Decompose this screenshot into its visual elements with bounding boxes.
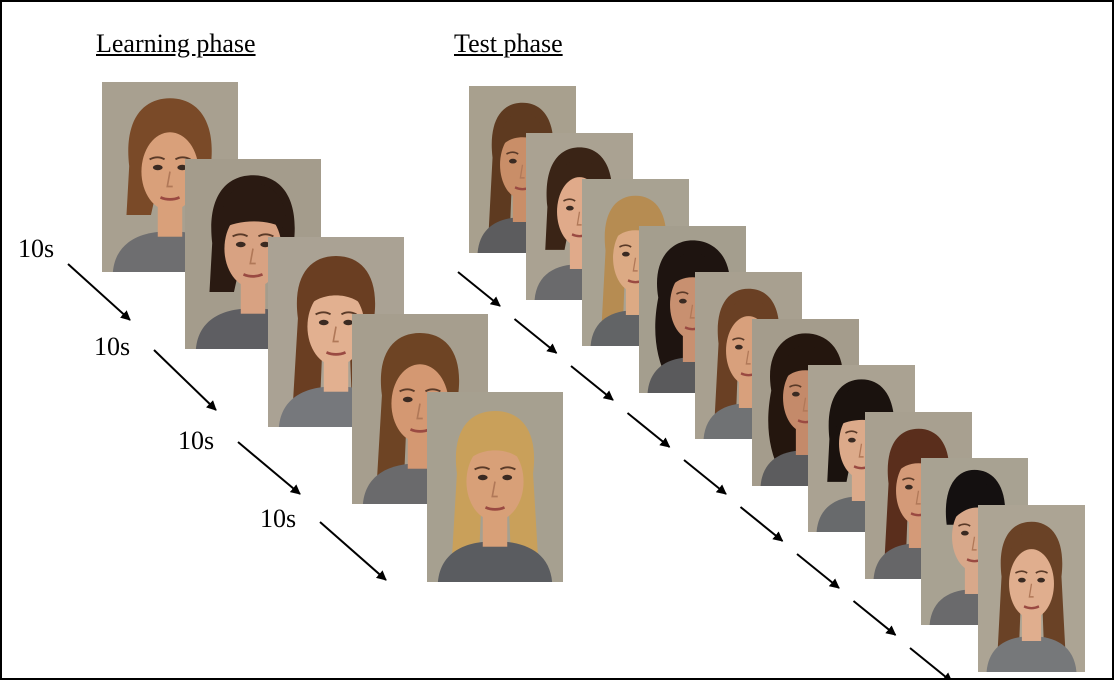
test-arrow-5 — [683, 459, 727, 495]
test-face-photo-10 — [977, 504, 1085, 672]
test-arrow-9 — [909, 647, 953, 678]
duration-label-2: 10s — [94, 332, 131, 361]
learning-arrow-2 — [153, 349, 217, 411]
test-arrow-1 — [457, 271, 501, 307]
learning-arrow-4 — [319, 521, 387, 581]
test-face-photo-3 — [582, 179, 689, 346]
test-arrow-2 — [513, 318, 558, 354]
test-arrow-3 — [570, 365, 614, 401]
test-face-photo-8 — [864, 411, 972, 579]
duration-label-4: 10s — [260, 504, 297, 533]
duration-label-3: 10s — [178, 426, 215, 455]
duration-label-1: 10s — [18, 234, 55, 263]
learning-arrow-1 — [67, 263, 131, 321]
test-arrow-8 — [852, 600, 897, 636]
test-phase-title: Test phase — [454, 29, 563, 58]
learning-phase-title: Learning phase — [96, 29, 256, 58]
learning-face-photo-5 — [427, 392, 563, 582]
learning-face-photo-4 — [352, 314, 488, 504]
learning-arrow-3 — [237, 441, 301, 495]
test-arrow-4 — [626, 412, 671, 448]
test-arrow-7 — [796, 553, 840, 589]
test-arrow-6 — [739, 506, 784, 542]
